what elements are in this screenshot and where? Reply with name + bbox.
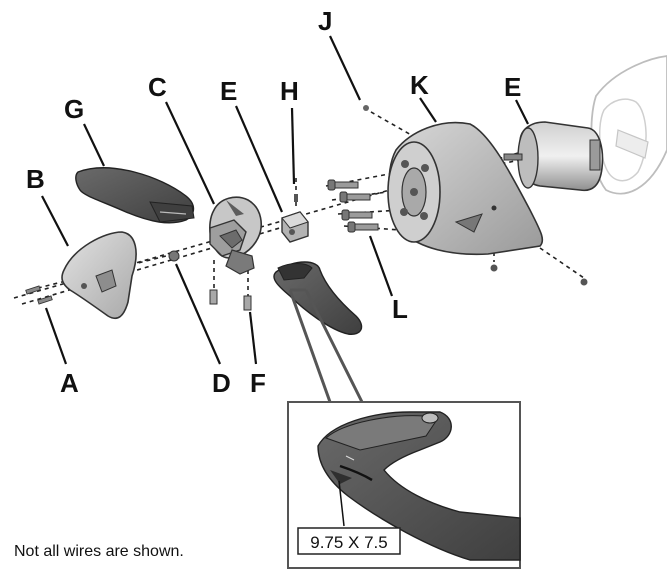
label-e-right: E — [504, 72, 521, 102]
label-a: A — [60, 368, 79, 398]
spinner-screws — [25, 285, 53, 305]
shaft-coupler-part — [281, 194, 309, 243]
label-l: L — [392, 294, 408, 324]
label-h: H — [280, 76, 299, 106]
small-screws — [363, 105, 588, 286]
size-label-box — [297, 527, 401, 555]
label-f: F — [250, 368, 266, 398]
blade-detail-inset: 9.75 X 7.5 — [287, 401, 521, 569]
label-g: G — [64, 94, 84, 124]
inset-connector — [288, 288, 364, 403]
hub-pins — [168, 250, 252, 311]
size-label: 9.75 X 7.5 — [310, 533, 388, 552]
label-c: C — [148, 72, 167, 102]
motor-housing-outline — [590, 55, 667, 195]
spinner-cover-part — [61, 231, 137, 320]
lower-blade-part — [273, 261, 363, 335]
size-pointer — [338, 480, 345, 527]
label-b: B — [26, 164, 45, 194]
wiring-note: Not all wires are shown. — [14, 543, 184, 560]
nacelle-body-part — [387, 121, 544, 256]
upper-blade-part — [75, 167, 195, 224]
label-d: D — [212, 368, 231, 398]
part-labels: B G C E H J K E A D F L — [26, 6, 521, 398]
motor-part — [503, 121, 604, 192]
mounting-screws-part — [327, 179, 379, 233]
label-e-left: E — [220, 76, 237, 106]
propeller-hub-part — [209, 196, 262, 275]
leader-lines — [41, 35, 529, 365]
label-j: J — [318, 6, 332, 36]
label-k: K — [410, 70, 429, 100]
